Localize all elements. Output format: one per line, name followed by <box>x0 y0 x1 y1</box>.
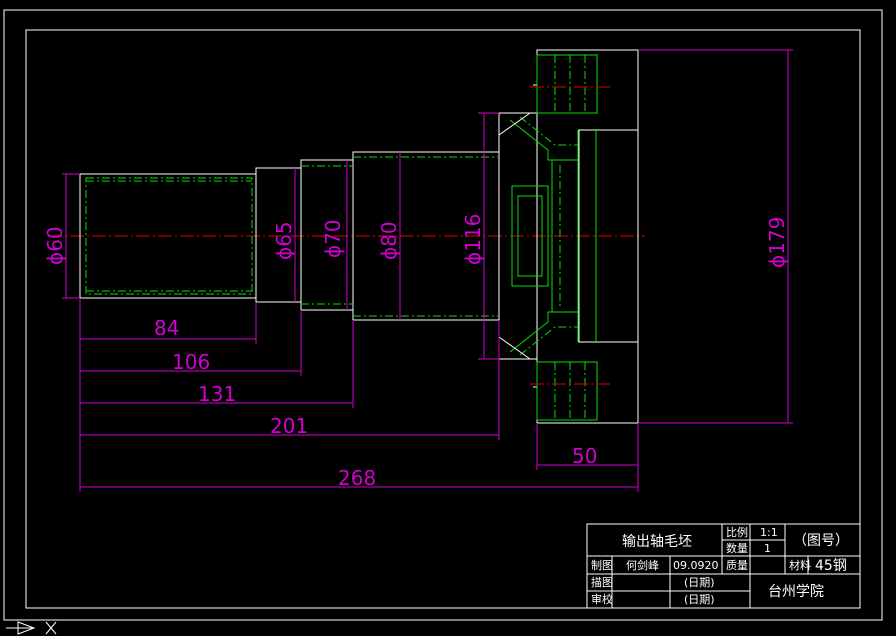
inner-frame <box>25 29 861 609</box>
weight-label: 质量 <box>726 559 748 572</box>
dim-phi116: ϕ116 <box>461 214 485 265</box>
drawing-number: （图号） <box>793 533 849 549</box>
shaft-outline <box>79 49 639 424</box>
dim-131: 131 <box>198 382 236 406</box>
material-label: 材料 <box>789 558 811 572</box>
scale-value: 1:1 <box>760 526 778 539</box>
outer-border <box>3 9 883 621</box>
title-block <box>586 523 861 609</box>
material-value: 45钢 <box>815 558 847 574</box>
dim-50: 50 <box>572 444 597 468</box>
school-name: 台州学院 <box>768 584 824 600</box>
drafter-date: 09.0920 <box>673 559 719 572</box>
quantity-value: 1 <box>764 542 771 555</box>
drafter-name: 何剑峰 <box>626 558 659 572</box>
drafter-label: 制图 <box>591 559 613 572</box>
dimension-lines <box>62 49 793 492</box>
dim-phi60: ϕ60 <box>43 226 67 265</box>
dim-phi179: ϕ179 <box>765 217 789 268</box>
dim-201: 201 <box>270 414 308 438</box>
hidden-lines <box>85 54 610 421</box>
dim-268: 268 <box>338 466 376 490</box>
dim-106: 106 <box>172 350 210 374</box>
reviewer-date: (日期) <box>684 593 715 606</box>
designer-date: (日期) <box>684 576 715 589</box>
quantity-label: 数量 <box>726 542 748 555</box>
dim-phi65: ϕ65 <box>272 221 296 260</box>
dim-84: 84 <box>154 316 179 340</box>
part-name: 输出轴毛坯 <box>622 534 692 550</box>
dim-phi70: ϕ70 <box>321 219 345 258</box>
ucs-icon <box>6 621 57 635</box>
scale-label: 比例 <box>726 525 748 539</box>
designer-label: 描图 <box>591 575 613 589</box>
reviewer-label: 审校 <box>591 592 613 606</box>
dim-phi80: ϕ80 <box>377 221 401 260</box>
